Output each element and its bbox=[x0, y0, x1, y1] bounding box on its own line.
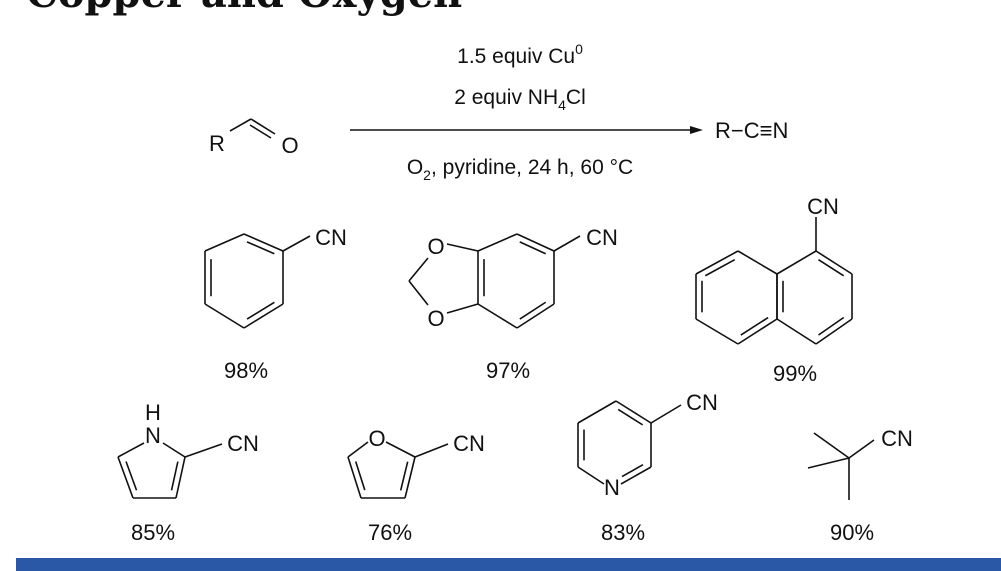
yield-piperonylonitrile: 97% bbox=[486, 358, 530, 383]
bond bbox=[117, 442, 145, 458]
bond bbox=[477, 233, 518, 252]
bond bbox=[695, 250, 739, 275]
yield-furan: 76% bbox=[368, 520, 412, 545]
reactant-o-label: O bbox=[281, 133, 298, 158]
bond bbox=[815, 318, 853, 345]
bond bbox=[246, 301, 275, 320]
bond bbox=[249, 124, 272, 139]
bond bbox=[620, 466, 652, 485]
product-nitrile-label: R−C≡N bbox=[715, 118, 788, 143]
nitrogen-label: N bbox=[604, 475, 620, 500]
bond bbox=[577, 400, 617, 424]
bond bbox=[414, 443, 449, 458]
bond bbox=[737, 318, 778, 345]
cn-label-furan: CN bbox=[453, 431, 485, 456]
bond bbox=[553, 235, 581, 252]
bond bbox=[446, 303, 479, 314]
bond bbox=[408, 257, 429, 282]
bond bbox=[695, 318, 739, 345]
oxygen-label: O bbox=[427, 306, 444, 331]
cn-label-pivalonitrile: CN bbox=[881, 426, 913, 451]
reaction-arrow-head bbox=[690, 126, 703, 134]
bond bbox=[354, 461, 366, 491]
bond bbox=[516, 233, 555, 252]
bond bbox=[813, 432, 850, 459]
bond bbox=[204, 303, 245, 329]
bond bbox=[815, 250, 853, 275]
bond bbox=[243, 233, 284, 252]
bond bbox=[385, 441, 416, 458]
bond bbox=[519, 241, 546, 255]
yield-pivalonitrile: 90% bbox=[830, 520, 874, 545]
bond bbox=[399, 461, 409, 491]
yield-pyrrole: 85% bbox=[131, 520, 175, 545]
bond bbox=[125, 461, 138, 491]
cn-label-naphthonitrile: CN bbox=[807, 194, 839, 219]
cn-label-piperonylonitrile: CN bbox=[586, 225, 618, 250]
bond bbox=[516, 303, 555, 329]
nitrogen-label: N bbox=[145, 423, 161, 448]
bond bbox=[446, 243, 479, 252]
condition-line-1: 1.5 equiv Cu0 bbox=[457, 41, 583, 68]
yield-pyridine: 83% bbox=[601, 520, 645, 545]
bond bbox=[204, 233, 245, 252]
bond bbox=[246, 241, 275, 255]
bond bbox=[404, 456, 416, 499]
bond bbox=[243, 303, 284, 329]
yield-benzonitrile: 98% bbox=[224, 358, 268, 383]
bond bbox=[184, 443, 223, 458]
oxygen-label: O bbox=[427, 234, 444, 259]
bond bbox=[776, 250, 817, 275]
bond bbox=[347, 441, 369, 458]
bond bbox=[807, 457, 850, 469]
bottom-accent-bar bbox=[16, 558, 1001, 571]
bond bbox=[818, 259, 845, 277]
bond bbox=[704, 258, 736, 277]
reactant-r-label: R bbox=[209, 131, 225, 156]
bond bbox=[650, 404, 682, 424]
cn-label-pyrrole: CN bbox=[227, 431, 259, 456]
bond bbox=[737, 250, 778, 275]
bond bbox=[117, 456, 134, 499]
bond bbox=[776, 318, 817, 345]
bond bbox=[615, 400, 652, 424]
bond bbox=[621, 463, 644, 478]
bond bbox=[477, 303, 518, 329]
bond bbox=[519, 301, 547, 320]
cn-label-pyridine: CN bbox=[686, 390, 718, 415]
bond bbox=[617, 408, 644, 426]
bond bbox=[170, 461, 179, 491]
bond bbox=[740, 316, 769, 336]
bond bbox=[229, 118, 252, 132]
bond bbox=[848, 439, 875, 459]
bond bbox=[250, 118, 276, 135]
bond bbox=[577, 466, 605, 485]
bond bbox=[282, 235, 311, 252]
bond-lines bbox=[117, 118, 875, 500]
section-title: Copper and Oxygen bbox=[26, 0, 462, 17]
condition-line-3: O2, pyridine, 24 h, 60 °C bbox=[407, 156, 633, 183]
bond bbox=[175, 456, 186, 499]
bond bbox=[818, 316, 845, 336]
bond bbox=[162, 442, 186, 458]
cn-label-benzonitrile: CN bbox=[315, 225, 347, 250]
yield-naphthonitrile: 99% bbox=[773, 361, 817, 386]
hydrogen-label: H bbox=[145, 400, 161, 425]
oxygen-label: O bbox=[368, 426, 385, 451]
bond bbox=[347, 456, 362, 499]
bond bbox=[408, 280, 429, 306]
condition-line-2: 2 equiv NH4Cl bbox=[454, 86, 586, 113]
